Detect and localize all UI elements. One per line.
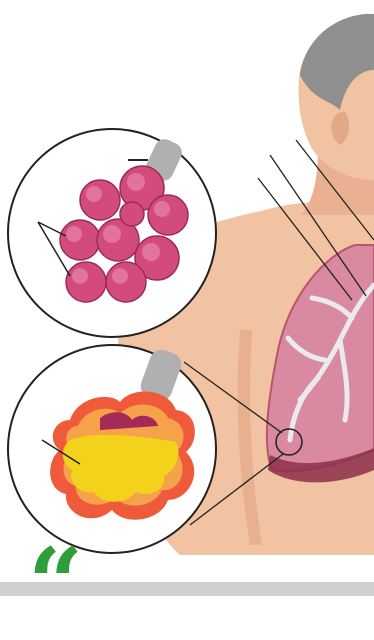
pneumonia-illustration [0,0,374,596]
footer-bar [0,582,374,596]
healthy-alveoli-magnifier [8,129,216,337]
infected-alveoli-magnifier [8,345,216,553]
